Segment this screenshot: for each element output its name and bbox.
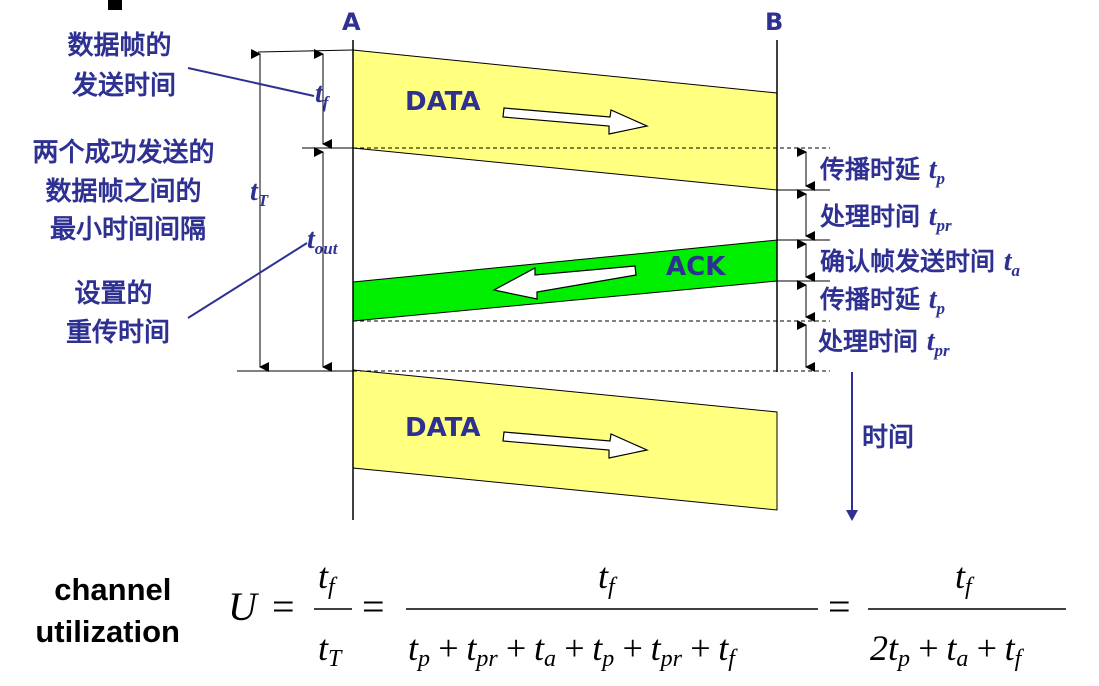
retransmit-label: 设置的 重传时间 — [66, 278, 170, 348]
tp-label-1: 传播时延 tp — [819, 154, 945, 188]
formula-caption: channel utilization — [35, 572, 180, 649]
frac2-numerator: tf — [598, 556, 618, 600]
send-time-label: 数据帧的 发送时间 — [67, 30, 180, 101]
tf-symbol: tf — [315, 78, 331, 112]
send-time-leader — [187, 67, 315, 97]
frac3-denominator: 2tp+ta+tf — [870, 628, 1025, 672]
data-frame-2-label: DATA — [405, 413, 481, 443]
min-interval-label: 两个成功发送的 数据帧之间的 最小时间间隔 — [32, 137, 223, 245]
data-direction-arrow-1 — [502, 107, 649, 135]
ack-direction-arrow — [492, 265, 637, 300]
formula-eq-3: = — [828, 584, 851, 629]
formula-eq-2: = — [362, 584, 385, 629]
station-a-label: A — [342, 8, 361, 36]
ta-label: 确认帧发送时间 ta — [820, 246, 1021, 280]
cropped-glyph-fragment — [108, 0, 122, 10]
formula-eq-1: = — [272, 584, 295, 629]
retransmit-leader — [187, 242, 308, 319]
frac3-numerator: tf — [955, 556, 975, 600]
data-direction-arrow-2 — [502, 431, 649, 459]
data-frame-1-label: DATA — [405, 87, 481, 117]
ref-line-top — [257, 49, 354, 53]
station-b-label: B — [765, 8, 783, 36]
tT-symbol: tT — [250, 176, 269, 210]
formula-lhs: U — [228, 584, 260, 629]
tp-label-2: 传播时延 tp — [819, 284, 945, 318]
frac1-denominator: tT — [318, 628, 343, 672]
tpr-label-1: 处理时间 tpr — [819, 201, 952, 235]
frac1-numerator: tf — [318, 556, 338, 600]
tpr-label-2: 处理时间 tpr — [817, 326, 950, 360]
frac2-denominator: tp+tpr+ta+tp+tpr+tf — [408, 628, 738, 672]
channel-utilization-formula: U = tf tT = tf tp+tpr+ta+tp+tpr+tf = tf … — [228, 556, 1066, 672]
tout-symbol: tout — [307, 224, 339, 258]
ack-frame-label: ACK — [666, 252, 726, 282]
time-axis-arrowhead — [846, 510, 858, 521]
time-axis-label: 时间 — [862, 423, 914, 453]
